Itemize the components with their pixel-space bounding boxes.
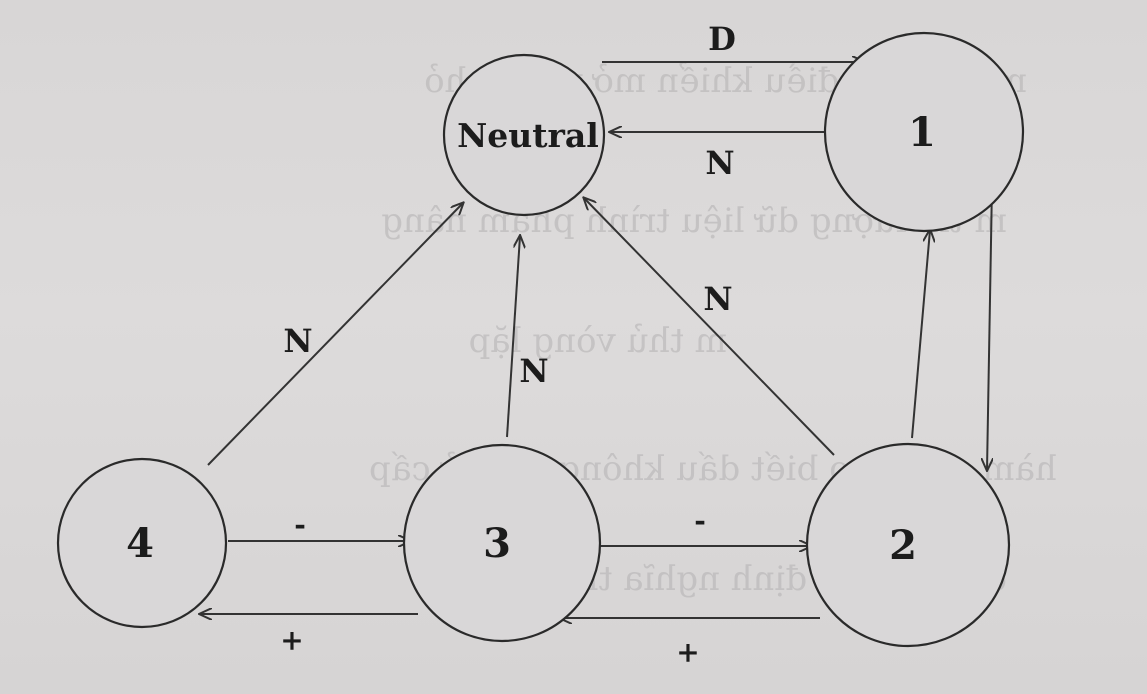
label-1-to-neutral: N (705, 144, 734, 182)
state-3: 3 (402, 443, 602, 643)
edge-4-to-neutral (207, 203, 463, 466)
label-neutral-to-1: D (708, 20, 736, 58)
state-4: 4 (56, 457, 228, 629)
label-4-to-neutral: N (283, 322, 312, 360)
edge-2-to-1 (911, 230, 930, 439)
edge-labels: D N N N N - + - + (280, 20, 736, 669)
state-neutral-label: Neutral (457, 116, 599, 155)
label-2-to-3: + (676, 636, 699, 669)
label-3-to-2: - (694, 504, 706, 537)
edge-3-to-neutral (506, 236, 520, 438)
state-3-label: 3 (483, 520, 511, 567)
state-2-label: 2 (889, 522, 917, 569)
label-2-to-neutral: N (703, 280, 732, 318)
state-2: 2 (805, 442, 1011, 648)
edge-2-to-neutral (584, 198, 835, 456)
label-3-to-4: + (280, 624, 303, 657)
edges (200, 62, 992, 618)
state-neutral: Neutral (442, 53, 606, 217)
state-1: 1 (823, 31, 1025, 233)
state-4-label: 4 (126, 520, 154, 567)
label-4-to-3: - (294, 508, 306, 541)
state-1-label: 1 (908, 109, 936, 156)
edge-1-to-2 (987, 184, 992, 470)
label-3-to-neutral: N (519, 352, 548, 390)
svg-text:m thủ vòng lặp: m thủ vòng lặp (469, 321, 727, 361)
